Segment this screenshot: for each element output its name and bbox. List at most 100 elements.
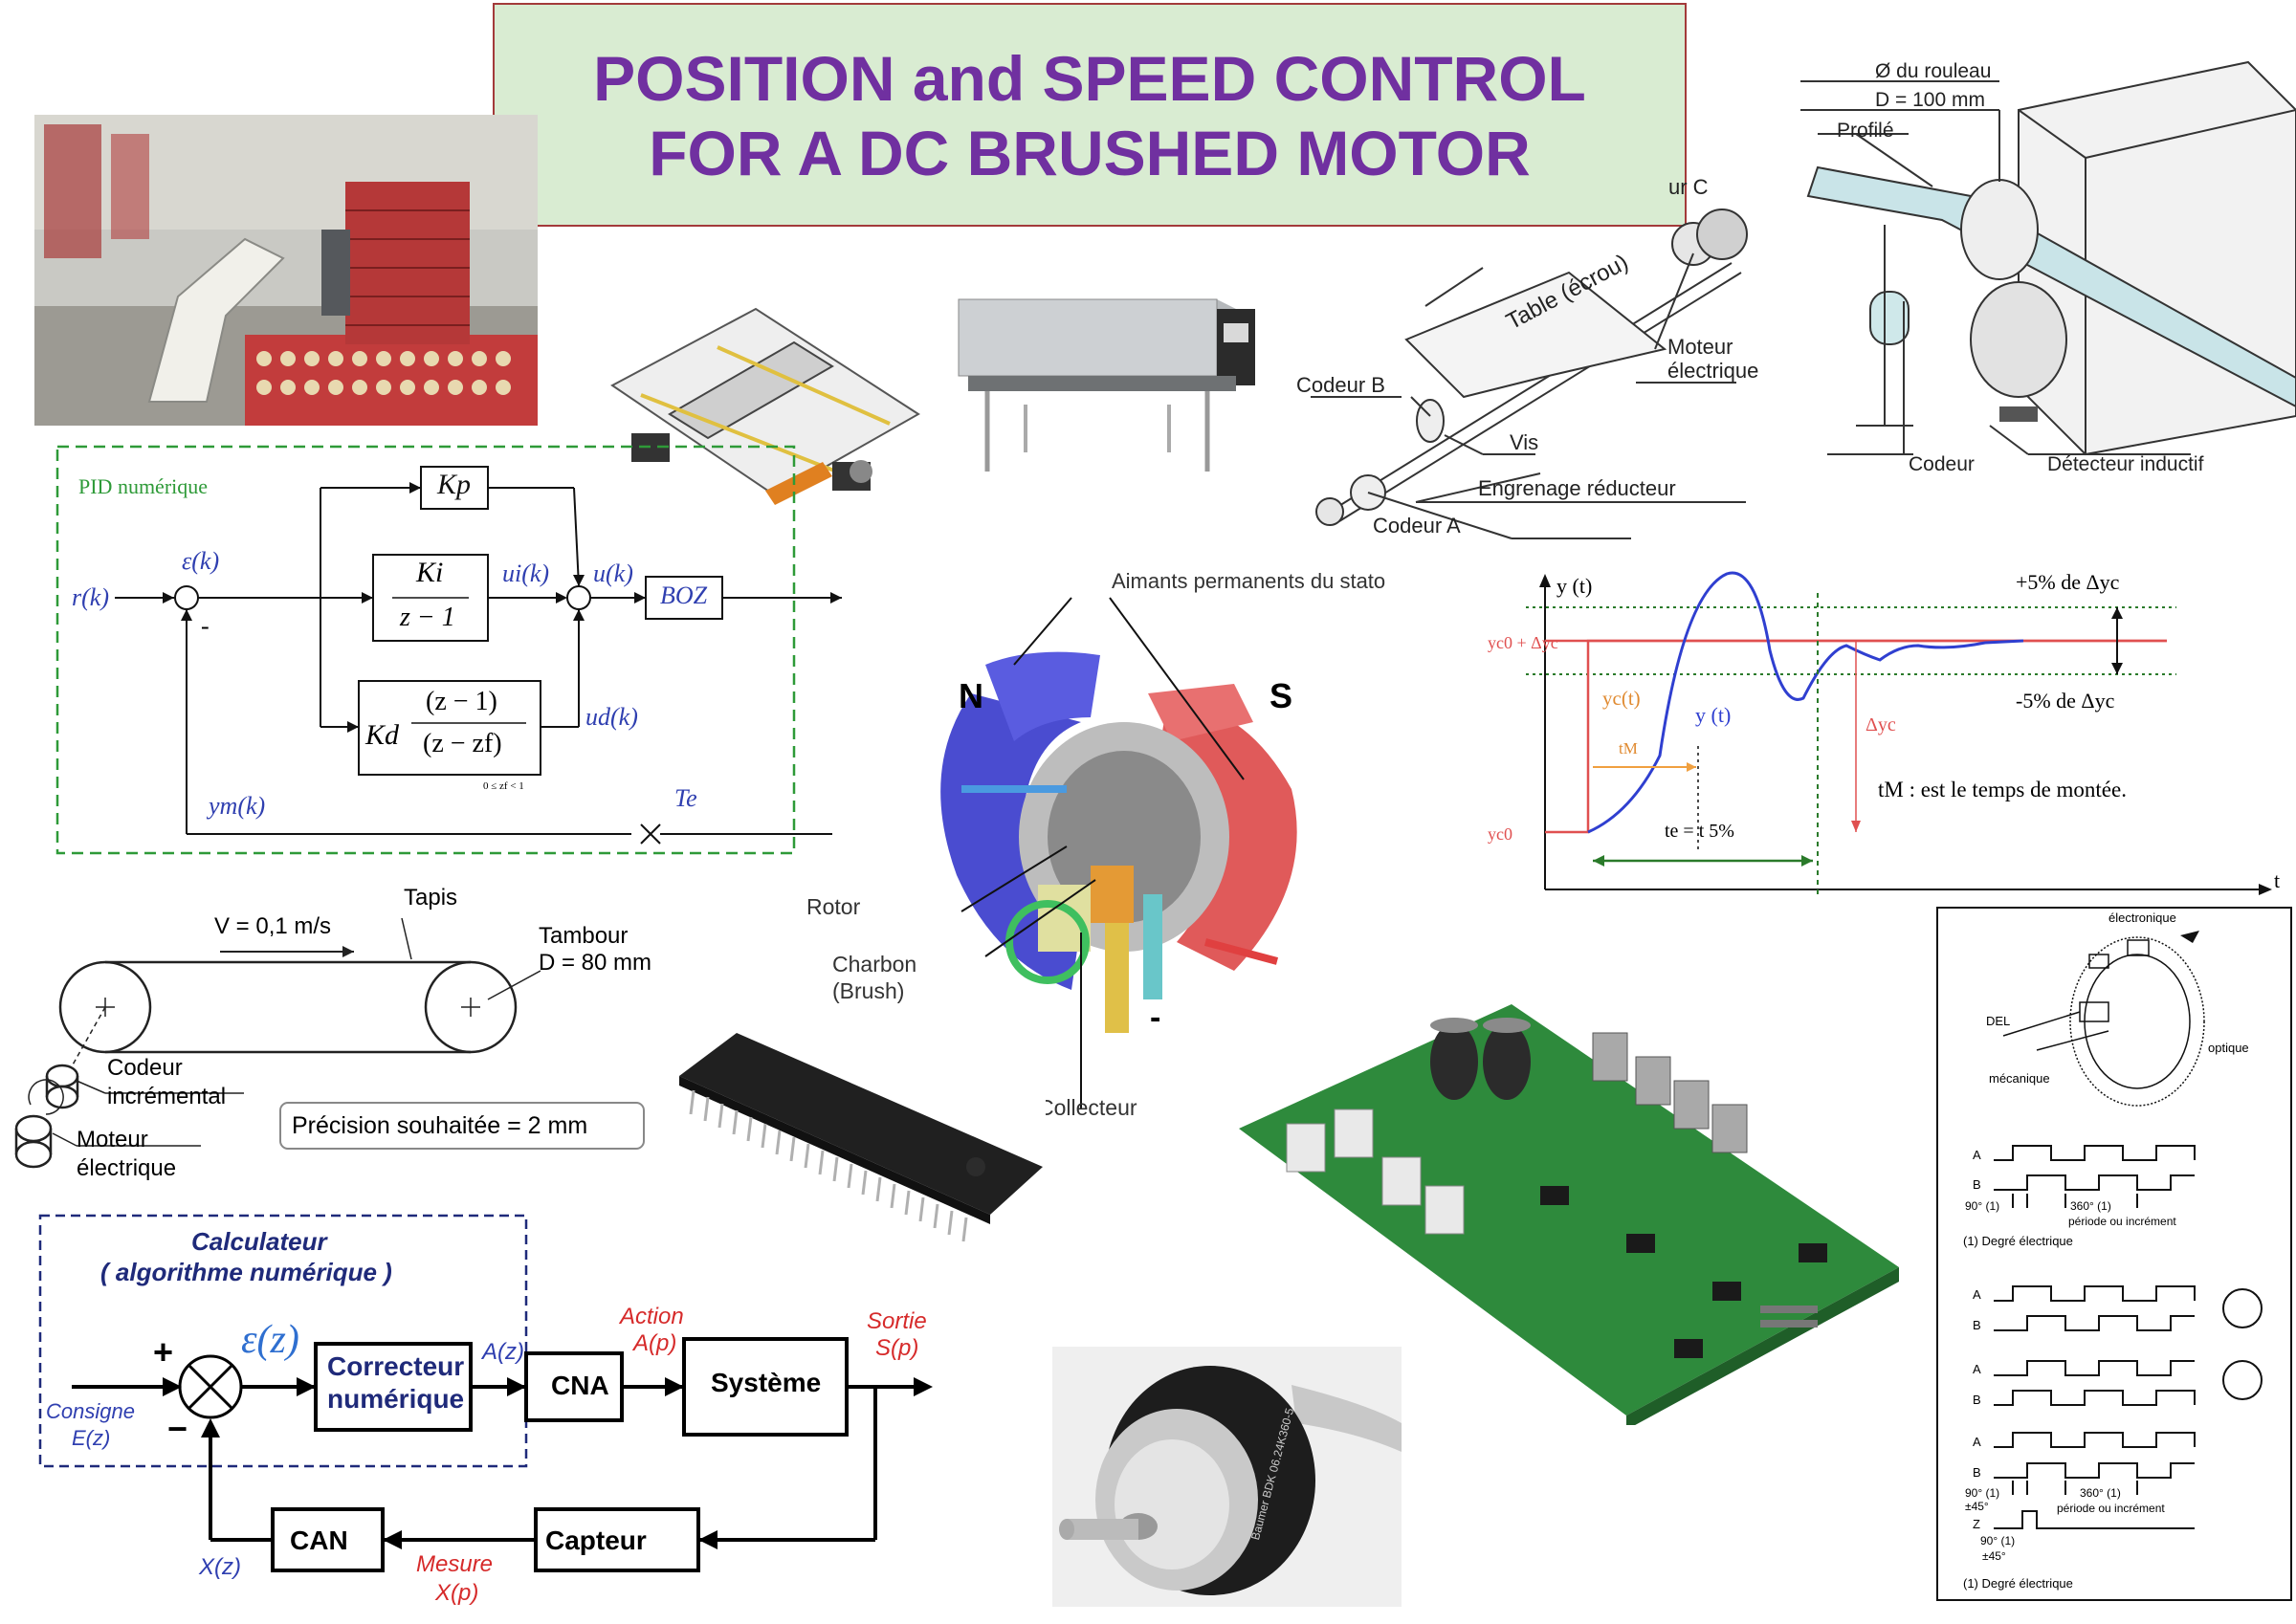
- sortie-label-1: Sortie: [867, 1308, 927, 1334]
- minus-sign: −: [167, 1409, 188, 1448]
- roller-diameter-label-1: Ø du rouleau: [1875, 60, 1991, 82]
- codeur-incremental-label-2: incrémental: [107, 1084, 227, 1109]
- degre-electrique-label-1: (1) Degré électrique: [1963, 1234, 2073, 1248]
- codeur-c-label: ur C: [1668, 177, 1709, 199]
- correcteur-label-2: numérique: [327, 1384, 465, 1414]
- kd-condition: 0 ≤ zf < 1: [483, 780, 524, 792]
- conveyor-oven-photo: [949, 271, 1265, 479]
- codeur-incremental-label-1: Codeur: [107, 1055, 183, 1081]
- correcteur-label-1: Correcteur: [327, 1351, 465, 1381]
- reference-signal: r(k): [72, 583, 109, 611]
- yc0-plus-dyc-label: yc0 + Δyc: [1488, 633, 1558, 652]
- periode-label-2: période ou incrément: [2057, 1502, 2165, 1515]
- can-block: CAN: [290, 1525, 348, 1555]
- aimants-label: Aimants permanents du stato: [1112, 569, 1386, 593]
- charbon-label-1: Charbon: [832, 952, 917, 977]
- waveform-a-label-1: A: [1973, 1148, 1981, 1162]
- sampling-period: Te: [674, 784, 697, 812]
- algorithme-label: ( algorithme numérique ): [100, 1258, 392, 1286]
- periode-label-1: période ou incrément: [2068, 1215, 2176, 1228]
- microcontroller-chip-photo: [670, 1023, 1052, 1262]
- waveform-a-label-4: A: [1973, 1435, 1981, 1449]
- roller-diameter-label-2: D = 100 mm: [1875, 89, 1985, 111]
- kd-numerator: (z − 1): [426, 687, 497, 716]
- engrenage-label: Engrenage réducteur: [1478, 476, 1676, 500]
- pid-frame-label: PID numérique: [78, 474, 209, 498]
- waveform-b-label-3: B: [1973, 1393, 1981, 1407]
- xz-signal: X(z): [199, 1554, 241, 1580]
- sortie-label-2: S(p): [875, 1335, 919, 1361]
- del-label: DEL: [1986, 1014, 2011, 1028]
- measured-signal: ym(k): [209, 792, 266, 820]
- optique-label: optique: [2208, 1041, 2249, 1055]
- pm45-label-2: ±45°: [1982, 1549, 2006, 1563]
- mecanique-label: mécanique: [1989, 1071, 2050, 1086]
- waveform-b-label-4: B: [1973, 1465, 1981, 1480]
- south-pole-label: S: [1269, 676, 1293, 715]
- boz-block: BOZ: [660, 582, 708, 609]
- feedback-minus-sign: -: [201, 612, 210, 640]
- collecteur-label: Collecteur: [1038, 1095, 1137, 1120]
- mesure-label-2: X(p): [435, 1580, 479, 1606]
- title-line-1: POSITION and SPEED CONTROL: [593, 43, 1586, 114]
- belt-speed-label: V = 0,1 m/s: [214, 913, 332, 939]
- rotary-encoder-photo: Baumer BDK 06.24K360-5: [1052, 1347, 1402, 1607]
- consigne-label-2: E(z): [72, 1426, 111, 1450]
- u-signal: u(k): [593, 560, 633, 587]
- title-line-2: FOR A DC BRUSHED MOTOR: [649, 118, 1531, 188]
- ud-signal: ud(k): [585, 703, 638, 731]
- delta-yc-label: Δyc: [1866, 714, 1896, 735]
- period-360-label-1: 360° (1): [2070, 1199, 2111, 1213]
- ki-numerator: Ki: [416, 557, 444, 588]
- axis-moteur-label-1: Moteur: [1667, 335, 1733, 359]
- waveform-b-label-1: B: [1973, 1177, 1981, 1192]
- precision-box-label: Précision souhaitée = 2 mm: [292, 1112, 588, 1139]
- xy-table-render: [574, 271, 949, 527]
- waveform-z-label: Z: [1973, 1517, 1980, 1531]
- te-label: te = t 5%: [1665, 821, 1734, 842]
- motor-driver-board-photo: [1225, 966, 1913, 1430]
- title-banner: POSITION and SPEED CONTROL FOR A DC BRUS…: [493, 3, 1687, 227]
- codeur-b-label: Codeur B: [1296, 373, 1385, 397]
- conveyor-moteur-label-1: Moteur: [77, 1127, 148, 1152]
- electronique-label: électronique: [2108, 911, 2176, 925]
- kd-denominator: (z − zf): [423, 729, 502, 758]
- robot-palletizer-photo: [34, 115, 538, 426]
- conveyor-moteur-label-2: électrique: [77, 1155, 177, 1181]
- period-360-label-2: 360° (1): [2080, 1486, 2121, 1500]
- kp-gain: Kp: [437, 469, 472, 500]
- pm45-label-1: ±45°: [1965, 1500, 1989, 1513]
- waveform-a-label-3: A: [1973, 1362, 1981, 1376]
- vis-label: Vis: [1510, 430, 1538, 454]
- tapis-label: Tapis: [404, 885, 458, 911]
- waveform-a-label-2: A: [1973, 1287, 1981, 1302]
- axis-moteur-label-2: électrique: [1667, 359, 1758, 383]
- capteur-block: Capteur: [545, 1525, 647, 1555]
- waveform-b-label-2: B: [1973, 1318, 1981, 1332]
- linear-axis-drawing: Table (écrou) ur C Codeur B Vis Moteur é…: [1272, 175, 1818, 555]
- roller-codeur-label: Codeur: [1909, 453, 1975, 475]
- plus-5-percent-label: +5% de Δyc: [2016, 570, 2120, 594]
- tm-label: tM: [1619, 739, 1638, 757]
- yc-t-label: yc(t): [1602, 687, 1641, 710]
- consigne-label-1: Consigne: [46, 1399, 135, 1423]
- profile-label: Profilé: [1837, 120, 1894, 142]
- conveyor-drawing: V = 0,1 m/s Tapis Tambour D = 80 mm Code…: [10, 875, 679, 1186]
- mesure-label-1: Mesure: [416, 1551, 494, 1577]
- codeur-a-label: Codeur A: [1373, 514, 1461, 538]
- cna-block: CNA: [551, 1371, 609, 1400]
- calculateur-label: Calculateur: [191, 1227, 327, 1256]
- action-label-2: A(p): [633, 1330, 677, 1356]
- dc-motor-cutaway: Aimants permanents du stato N S Rotor Ch…: [794, 560, 1464, 1133]
- tm-definition: tM : est le temps de montée.: [1878, 778, 2127, 801]
- detecteur-inductif-label: Détecteur inductif: [2047, 453, 2204, 475]
- az-signal: A(z): [482, 1339, 524, 1365]
- phase-90-label-1: 90° (1): [1965, 1199, 2000, 1213]
- loop-error-signal: ε(z): [241, 1318, 299, 1362]
- minus-5-percent-label: -5% de Δyc: [2016, 689, 2115, 713]
- brush-minus-label: -: [1150, 999, 1161, 1036]
- ki-denominator: z − 1: [400, 603, 455, 632]
- error-signal: ε(k): [182, 547, 220, 575]
- response-t-axis-label: t: [2274, 868, 2281, 892]
- step-response-chart: y (t) t +5% de Δyc -5% de Δyc yc0 + Δyc …: [1488, 564, 2296, 909]
